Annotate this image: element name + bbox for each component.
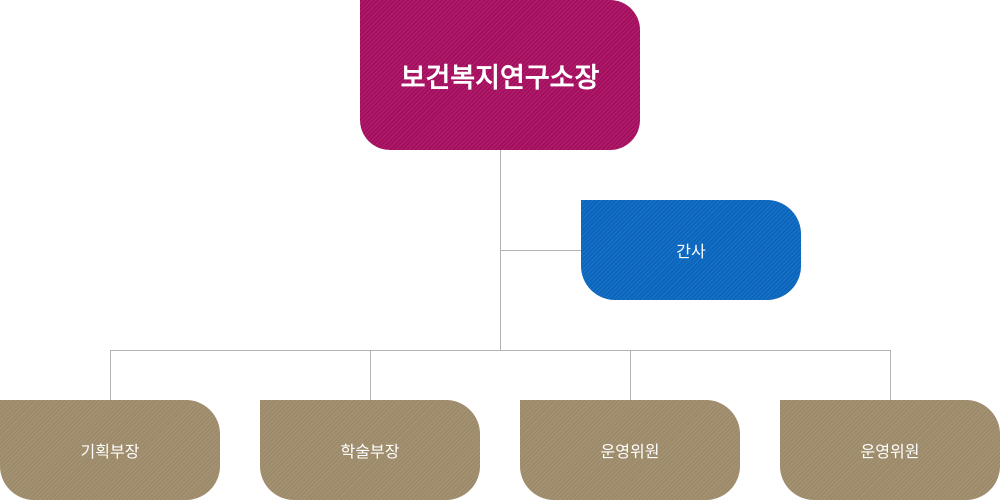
department-node: 기획부장: [0, 400, 220, 500]
department-label: 기획부장: [80, 442, 140, 461]
department-label: 운영위원: [600, 442, 660, 461]
department-node: 학술부장: [260, 400, 480, 500]
secretary-label: 간사: [676, 242, 706, 261]
department-node: 운영위원: [780, 400, 1000, 500]
department-label: 운영위원: [860, 442, 920, 461]
connector-dept-3: [630, 350, 631, 400]
connector-departments-bar: [110, 350, 891, 351]
connector-dept-2: [370, 350, 371, 400]
head-label: 보건복지연구소장: [400, 62, 600, 94]
secretary-node: 간사: [581, 200, 801, 300]
connector-secretary: [500, 250, 581, 251]
department-node: 운영위원: [520, 400, 740, 500]
department-label: 학술부장: [340, 442, 400, 461]
connector-dept-4: [890, 350, 891, 400]
head-node: 보건복지연구소장: [360, 0, 640, 150]
connector-dept-1: [110, 350, 111, 400]
